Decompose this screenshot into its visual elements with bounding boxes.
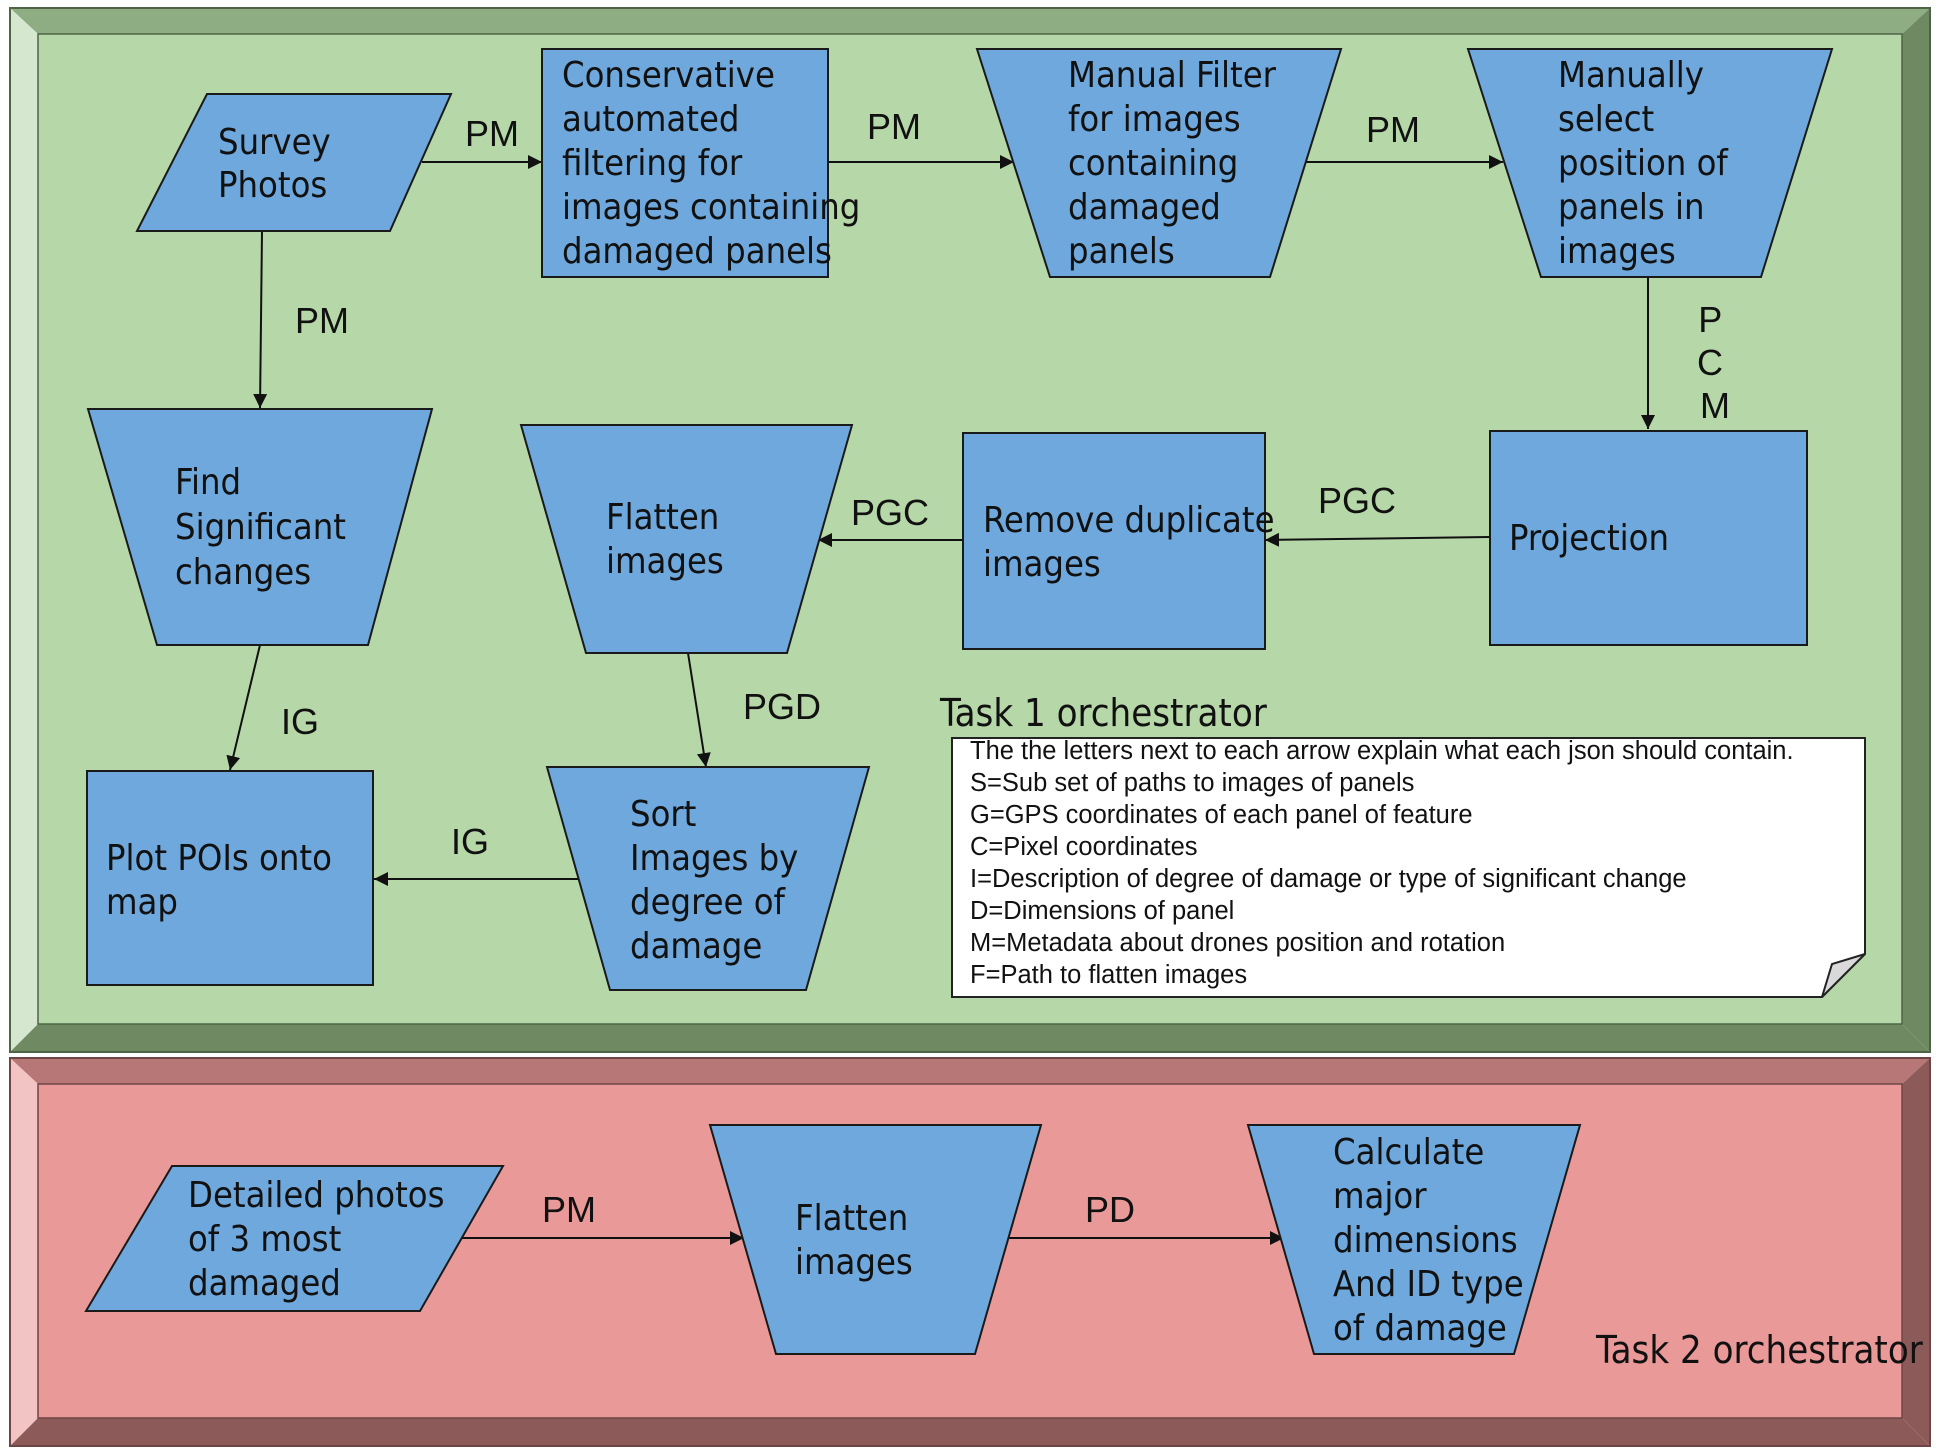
task2-edge-labels: PM PD — [542, 1189, 1135, 1230]
task2-title: Task 2 orchestrator — [1595, 1328, 1924, 1372]
find-changes-node[interactable] — [86, 408, 434, 646]
task2-bevel-left — [10, 1058, 38, 1446]
remove-duplicate-node[interactable] — [962, 432, 1266, 650]
edge-flatten-to-sort — [687, 652, 711, 768]
task2-bevel-right — [1902, 1058, 1930, 1446]
edge-find-changes-to-plot — [226, 644, 261, 771]
legend-note-fold — [1821, 953, 1866, 998]
edge-survey-to-find-changes — [253, 230, 268, 409]
edge-label-manual-filter-to-select: PM — [1366, 109, 1420, 150]
task2-flatten-images-label: Flatten images — [795, 1198, 919, 1283]
task1-edges — [226, 155, 1655, 886]
legend-line: F=Path to flatten images — [970, 961, 1247, 989]
task2-outline — [9, 1057, 1931, 1447]
legend-text: The the letters next to each arrow expla… — [970, 737, 1801, 989]
flatten-images-label: Flatten images — [606, 497, 730, 582]
task1-edge-labels: PM PM PM PM P C M PGC PGC PGD IG IG — [281, 106, 1733, 862]
task1-bevel-left — [10, 8, 38, 1052]
task2-flatten-images-node[interactable] — [708, 1124, 1043, 1355]
legend-line: D=Dimensions of panel — [970, 897, 1234, 925]
task2-bevel-bottom — [10, 1418, 1930, 1446]
edge-label-projection-to-remove-duplicate: PGC — [1318, 480, 1396, 521]
edge-label-sort-to-plot: IG — [451, 821, 489, 862]
calculate-dims-node[interactable] — [1246, 1124, 1582, 1355]
conservative-filter-node[interactable] — [541, 48, 829, 278]
legend-line: The the letters next to each arrow expla… — [970, 737, 1794, 765]
task1-bevel-top — [10, 8, 1930, 34]
sort-images-label: Sort Images by degree of damage — [630, 794, 809, 967]
task2-bevel-top — [10, 1058, 1930, 1084]
legend-note: The the letters next to each arrow expla… — [951, 737, 1866, 998]
task1-bevel-bottom — [10, 1024, 1930, 1052]
edge-label-remove-duplicate-to-flatten: PGC — [851, 492, 929, 533]
legend-line: S=Sub set of paths to images of panels — [970, 769, 1414, 797]
edge-label-detailed-to-flatten: PM — [542, 1189, 596, 1230]
projection-node[interactable] — [1489, 430, 1808, 646]
flatten-images-node[interactable] — [519, 424, 854, 654]
find-changes-label: Find Significant changes — [175, 462, 356, 593]
detailed-photos-label: Detailed photos of 3 most damaged — [188, 1175, 455, 1304]
task2-nodes: Detailed photos of 3 most damaged Flatte… — [84, 1124, 1582, 1355]
edge-projection-to-remove-duplicate — [1264, 532, 1490, 547]
edge-label-flatten-to-sort: PGD — [743, 686, 821, 727]
manually-select-label: Manually select position of panels in im… — [1558, 55, 1738, 272]
edge-label-find-changes-to-plot: IG — [281, 701, 319, 742]
plot-pois-node[interactable] — [86, 770, 374, 986]
detailed-photos-node[interactable] — [84, 1165, 505, 1312]
task1-nodes: Survey Photos Conservative automated fil… — [86, 48, 1834, 991]
edge-label-select-to-projection: P C M — [1697, 299, 1733, 426]
manual-filter-label: Manual Filter for images containing dama… — [1068, 55, 1286, 272]
remove-duplicate-label: Remove duplicate images — [983, 500, 1285, 585]
survey-photos-label: Survey Photos — [218, 122, 341, 206]
projection-label: Projection — [1509, 518, 1669, 559]
legend-line: M=Metadata about drones position and rot… — [970, 929, 1505, 957]
conservative-filter-label: Conservative automated filtering for ima… — [562, 55, 871, 272]
task1-outline — [9, 7, 1931, 1053]
task1-bevel-right — [1902, 8, 1930, 1052]
edge-label-survey-to-conservative: PM — [465, 113, 519, 154]
task1-title: Task 1 orchestrator — [939, 691, 1268, 735]
edge-label-flatten-to-calculate: PD — [1085, 1189, 1135, 1230]
legend-line: I=Description of degree of damage or typ… — [970, 865, 1687, 893]
plot-pois-label: Plot POIs onto map — [106, 838, 342, 923]
edge-label-survey-to-find-changes: PM — [295, 300, 349, 341]
calculate-dims-label: Calculate major dimensions And ID type o… — [1333, 1132, 1534, 1349]
manually-select-node[interactable] — [1466, 48, 1834, 278]
manual-filter-node[interactable] — [975, 48, 1343, 278]
survey-photos-node[interactable] — [135, 93, 453, 232]
legend-line: C=Pixel coordinates — [970, 833, 1198, 861]
edge-label-conservative-to-manual-filter: PM — [867, 106, 921, 147]
legend-line: G=GPS coordinates of each panel of featu… — [970, 801, 1473, 829]
sort-images-node[interactable] — [545, 766, 871, 991]
